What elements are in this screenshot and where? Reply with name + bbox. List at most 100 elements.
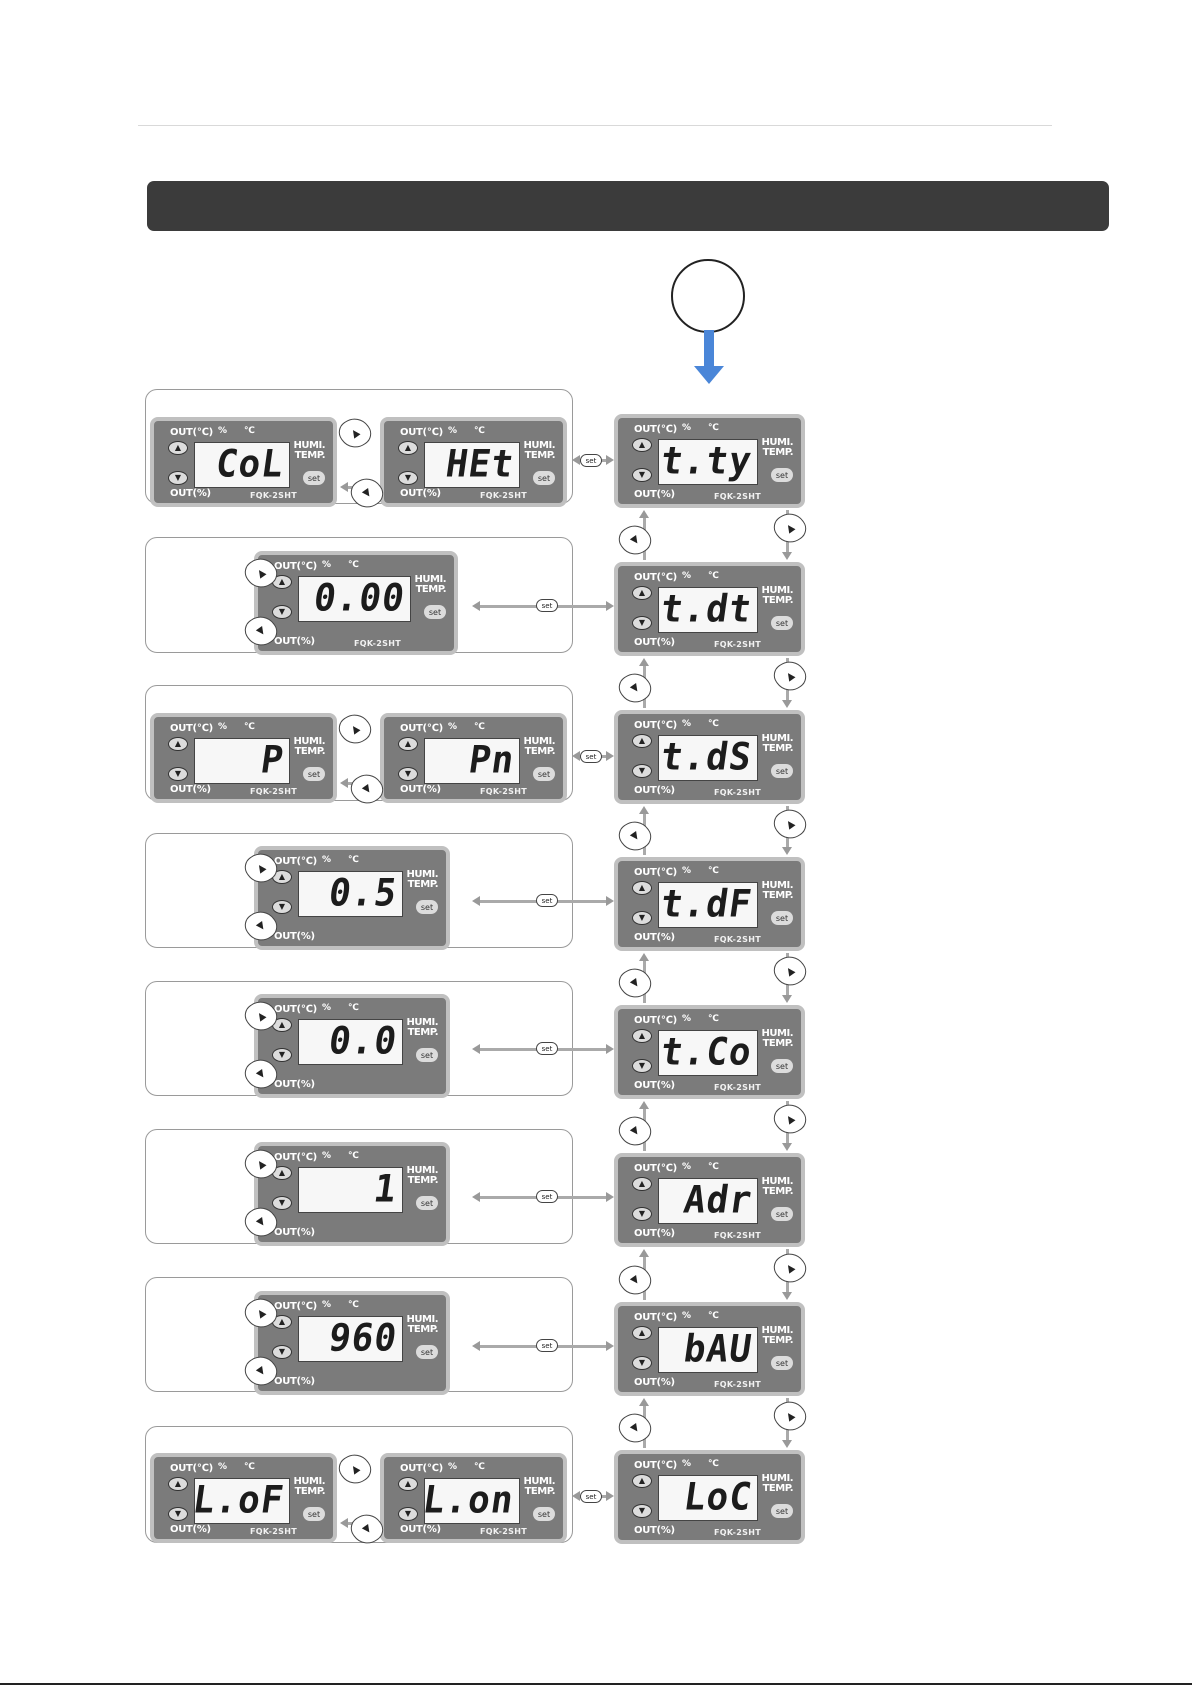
set-button[interactable]: set [771,1059,793,1073]
down-button[interactable]: ▼ [632,1207,652,1221]
percent-label: % [682,1311,692,1321]
out-humidity-label: OUT(%) [170,784,211,795]
up-button[interactable]: ▲ [632,1326,652,1340]
set-button[interactable]: set [533,767,555,781]
set-button[interactable]: set [771,1207,793,1221]
set-button[interactable]: set [533,1507,555,1521]
down-button[interactable]: ▼ [632,1504,652,1518]
set-button[interactable]: set [771,616,793,630]
up-button[interactable]: ▲ [632,734,652,748]
up-button[interactable]: ▲ [632,438,652,452]
up-press-hand-icon: ▲ [769,1395,811,1437]
lcd-value: 0.5 [325,871,401,915]
set-button[interactable]: set [303,1507,325,1521]
up-button[interactable]: ▲ [168,737,188,751]
out-humidity-label: OUT(%) [634,489,675,500]
down-button[interactable]: ▼ [632,764,652,778]
lcd-value: 960 [325,1316,401,1360]
set-button[interactable]: set [416,1048,438,1062]
lcd-value: HEt [442,442,518,486]
up-button[interactable]: ▲ [168,441,188,455]
down-button[interactable]: ▼ [632,1356,652,1370]
humi-label: HUMI. [406,1017,439,1028]
down-button[interactable]: ▼ [272,900,292,914]
section-header-bar [147,181,1109,231]
down-button[interactable]: ▼ [168,1507,188,1521]
up-button[interactable]: ▲ [632,1474,652,1488]
temp-label: TEMP. [762,890,794,901]
down-button[interactable]: ▼ [272,1196,292,1210]
percent-label: % [448,722,458,732]
up-button[interactable]: ▲ [632,586,652,600]
out-temp-label: OUT(℃) [634,572,677,583]
celsius-label: ℃ [244,722,255,732]
out-humidity-label: OUT(%) [634,1080,675,1091]
down-button[interactable]: ▼ [398,471,418,485]
set-button[interactable]: set [303,767,325,781]
set-button[interactable]: set [771,1356,793,1370]
down-button[interactable]: ▼ [632,1059,652,1073]
up-button[interactable]: ▲ [168,1477,188,1491]
lcd-value: CoL [212,442,288,486]
up-button[interactable]: ▲ [632,1029,652,1043]
lcd-value: L.oF [194,1478,288,1522]
up-button[interactable]: ▲ [398,737,418,751]
celsius-label: ℃ [244,1462,255,1472]
temp-label: TEMP. [762,743,794,754]
set-button[interactable]: set [303,471,325,485]
down-button[interactable]: ▼ [632,911,652,925]
down-button[interactable]: ▼ [398,1507,418,1521]
up-button[interactable]: ▲ [632,1177,652,1191]
out-humidity-label: OUT(%) [170,488,211,499]
set-link-left-arrowhead [572,751,580,761]
percent-label: % [322,1003,332,1013]
celsius-label: ℃ [708,866,719,876]
percent-label: % [448,426,458,436]
down-button[interactable]: ▼ [632,468,652,482]
lcd-display: 1 [298,1167,403,1213]
down-button[interactable]: ▼ [632,616,652,630]
up-button[interactable]: ▲ [398,1477,418,1491]
down-button[interactable]: ▼ [272,1345,292,1359]
out-temp-label: OUT(℃) [274,1152,317,1163]
humi-label: HUMI. [761,1473,794,1484]
down-press-hand-icon: ▼ [614,962,656,1004]
set-button[interactable]: set [416,1196,438,1210]
temp-label: TEMP. [294,1486,326,1497]
lcd-value: t.ty [658,439,756,483]
set-button[interactable]: set [771,764,793,778]
temp-label: TEMP. [407,1324,439,1335]
down-button[interactable]: ▼ [272,1048,292,1062]
down-button[interactable]: ▼ [168,767,188,781]
down-button[interactable]: ▼ [168,471,188,485]
model-label: FQK-2SHT [250,491,297,500]
down-button[interactable]: ▼ [272,605,292,619]
set-button[interactable]: set [424,605,446,619]
humi-label: HUMI. [406,1314,439,1325]
up-button[interactable]: ▲ [272,575,292,589]
set-button[interactable]: set [771,1504,793,1518]
lcd-display: LoC [658,1475,758,1521]
set-button[interactable]: set [771,468,793,482]
temp-label: TEMP. [294,746,326,757]
celsius-label: ℃ [708,1459,719,1469]
out-temp-label: OUT(℃) [634,1460,677,1471]
temp-label: TEMP. [762,1483,794,1494]
down-button[interactable]: ▼ [398,767,418,781]
set-button[interactable]: set [771,911,793,925]
out-humidity-label: OUT(%) [634,1525,675,1536]
start-arrow [694,330,724,384]
lcd-value: bAU [680,1327,756,1371]
up-button[interactable]: ▲ [632,881,652,895]
celsius-label: ℃ [708,719,719,729]
set-button[interactable]: set [416,900,438,914]
set-button[interactable]: set [416,1345,438,1359]
up-button[interactable]: ▲ [398,441,418,455]
out-humidity-label: OUT(%) [634,637,675,648]
humi-label: HUMI. [406,869,439,880]
nav-down-arrowhead [782,1440,792,1448]
set-button[interactable]: set [533,471,555,485]
